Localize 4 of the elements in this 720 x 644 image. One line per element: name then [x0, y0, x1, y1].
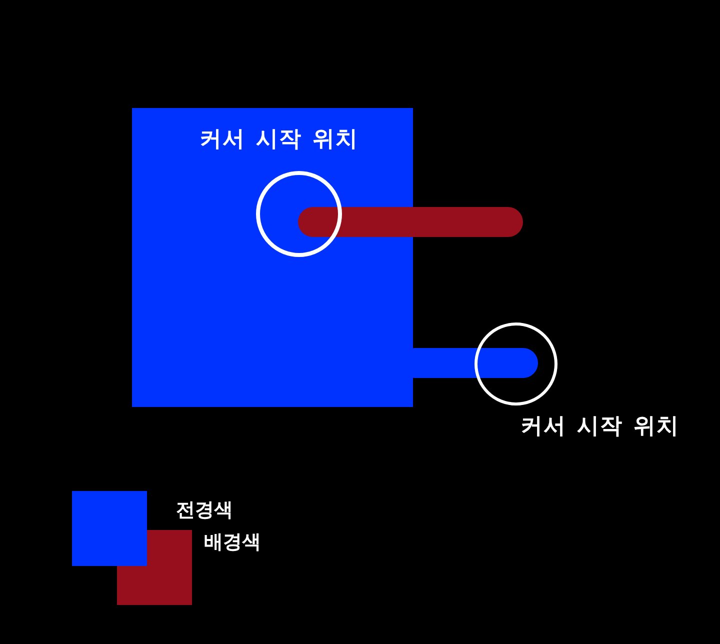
legend-label: 배경색	[204, 533, 261, 552]
legend-label: 전경색	[176, 501, 233, 520]
caption: 커서 시작 위치	[199, 129, 359, 151]
caption: 커서 시작 위치	[520, 416, 680, 438]
